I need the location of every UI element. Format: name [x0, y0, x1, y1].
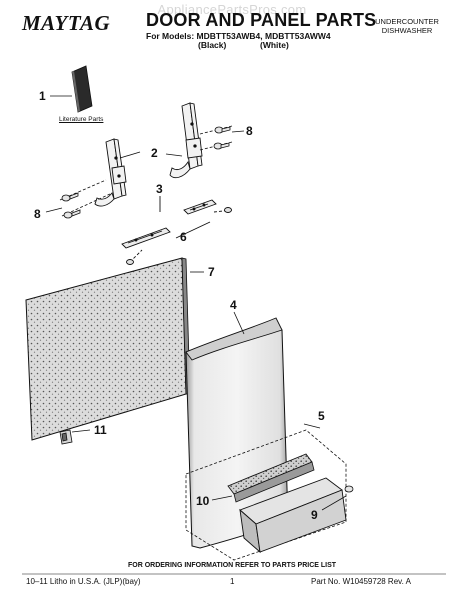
appliance-type-line1: UNDERCOUNTER — [375, 17, 439, 26]
callout-7: 7 — [208, 265, 215, 279]
brand-logo: MAYTAG — [22, 11, 111, 35]
callout-4: 4 — [230, 298, 237, 312]
toe-panel-foam-strip — [211, 453, 315, 503]
callout-9: 9 — [311, 508, 318, 522]
callout-8-right: 8 — [246, 124, 253, 138]
callout-8-left: 8 — [34, 207, 41, 221]
page-number: 1 — [230, 577, 235, 586]
left-hinge-bracket — [94, 138, 127, 207]
callout-10: 10 — [196, 494, 210, 508]
appliance-type: UNDERCOUNTER DISHWASHER — [368, 17, 446, 35]
model-numbers: For Models: MDBTT53AWB4, MDBTT53AWW4 — [146, 31, 331, 41]
ordering-note: FOR ORDERING INFORMATION REFER TO PARTS … — [127, 562, 337, 569]
callout-6: 6 — [180, 230, 187, 244]
callout-2: 2 — [151, 146, 158, 160]
hinge-screws-right — [199, 125, 245, 151]
variant-black: (Black) — [198, 40, 227, 50]
insulation-panel — [25, 257, 204, 441]
variant-white: (White) — [260, 40, 289, 50]
callout-3: 3 — [156, 182, 163, 196]
callout-1: 1 — [39, 89, 46, 103]
right-hinge-bracket — [169, 102, 203, 179]
door-clip — [59, 429, 91, 445]
hinge-screws-left — [45, 179, 111, 219]
page-title: DOOR AND PANEL PARTS — [146, 10, 377, 30]
literature-parts-label: Literature Parts — [59, 116, 104, 123]
literature-parts-booklet — [50, 65, 93, 113]
part-number: Part No. W10459728 Rev. A — [311, 577, 411, 586]
watermark-text: AppliancePartsPros.com — [157, 2, 307, 17]
model-variants: (Black) (White) — [198, 40, 318, 50]
callout-5: 5 — [318, 409, 325, 423]
appliance-type-line2: DISHWASHER — [381, 26, 433, 35]
door-rail-lower — [121, 207, 233, 265]
toe-panel-assembly-box — [185, 423, 347, 561]
litho-info: 10–11 Litho in U.S.A. (JLP)(bay) — [26, 577, 141, 586]
toe-kick-panel — [239, 477, 354, 554]
callout-11: 11 — [94, 423, 107, 437]
door-rail-upper — [159, 196, 217, 215]
